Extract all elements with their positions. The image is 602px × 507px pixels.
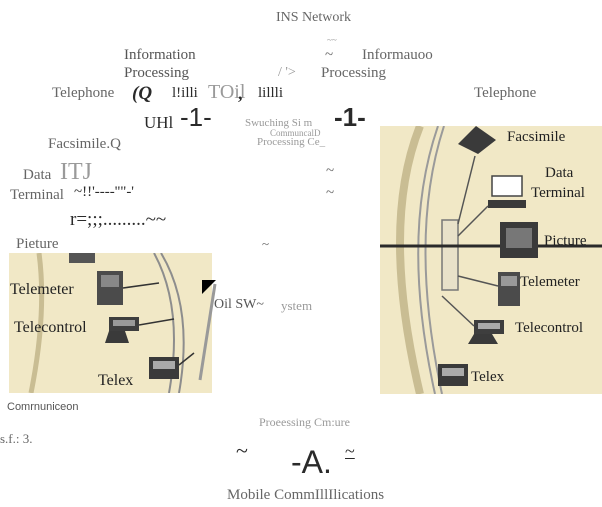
garble-uhi: UHl [144, 113, 174, 132]
tilde-small: ~~ [327, 35, 337, 45]
garble-r-line: r=;;;.........~~ [70, 209, 167, 230]
processing-centre-label: Proeessing Cm:ure [259, 415, 350, 429]
bottom-tilde: ~ [236, 438, 248, 463]
garble-toil: TOil [208, 81, 246, 103]
data-left-label: Data [23, 167, 52, 183]
tilde-3: ~ [326, 185, 335, 201]
garble-comma: , [238, 83, 243, 103]
garble-q: (Q [132, 83, 153, 104]
telephone-right-label: Telephone [474, 85, 537, 101]
left-terminal-panel: Telemeter Telecontrol Telex [9, 253, 212, 393]
right-terminal-panel: Facsimile Data Terminal Picture Telemete… [380, 126, 602, 394]
right-facsimile-label: Facsimile [507, 129, 566, 145]
communication-bottom-label: Comrnuniceon [7, 401, 79, 413]
oil-switching-label: Oil SW~ [214, 297, 264, 312]
garble-terminal-line: ~!!'----''"-' [74, 184, 135, 200]
processing-right-label: Processing [321, 65, 386, 81]
right-telemeter-label: Telemeter [520, 274, 580, 290]
mobile-communications-label: Mobile CommIllIlications [227, 487, 385, 503]
processing-ce-label: Processing Ce_ [257, 136, 326, 148]
processing-label: Processing [124, 65, 189, 81]
informauoo-label: Informauoo [362, 47, 433, 63]
triangle-marker [202, 280, 216, 294]
telephone-left-label: Telephone [52, 85, 115, 101]
tilde-2: ~ [326, 163, 335, 179]
left-telex-label: Telex [98, 372, 134, 389]
left-panel-drawing [28, 253, 195, 393]
oil-switching-system-label: ystem [281, 298, 313, 313]
right-data-label: Data [545, 165, 574, 181]
garble-itj: ITJ [60, 159, 92, 185]
garble-minus-2: -1- [334, 102, 366, 132]
tilde-4: ~ [262, 236, 270, 251]
communication-label: CommuncalD [270, 128, 321, 138]
tilde-1: ~ [325, 47, 334, 63]
arrow-garble: / '> [278, 65, 296, 80]
title: INS Network [276, 10, 352, 25]
mobile-antenna-glyph: -A. [291, 444, 332, 480]
right-panel-drawing [380, 126, 602, 394]
right-telex-label: Telex [471, 369, 505, 385]
garble-lilli-1: l!illi [172, 85, 198, 101]
sf3-label: s.f.: 3. [0, 431, 33, 446]
facsimile-left-label: Facsimile.Q [48, 136, 121, 152]
picture-left-label: Pieture [16, 236, 59, 252]
information-label: Information [124, 47, 196, 63]
left-telecontrol-label: Telecontrol [14, 319, 87, 336]
left-telemeter-label: Telemeter [10, 281, 74, 298]
right-telecontrol-label: Telecontrol [515, 320, 584, 336]
right-picture-label: Picture [544, 233, 587, 249]
garble-lilli-2: lillli [258, 85, 284, 101]
switching-center-label: Swuching Si m [245, 117, 313, 129]
tilde-equals-glyph: ~ [345, 441, 355, 461]
center-link-line [198, 280, 217, 381]
garble-minus-1: -1- [180, 102, 212, 132]
right-terminal-label: Terminal [531, 185, 585, 201]
terminal-left-label: Terminal [10, 187, 64, 203]
